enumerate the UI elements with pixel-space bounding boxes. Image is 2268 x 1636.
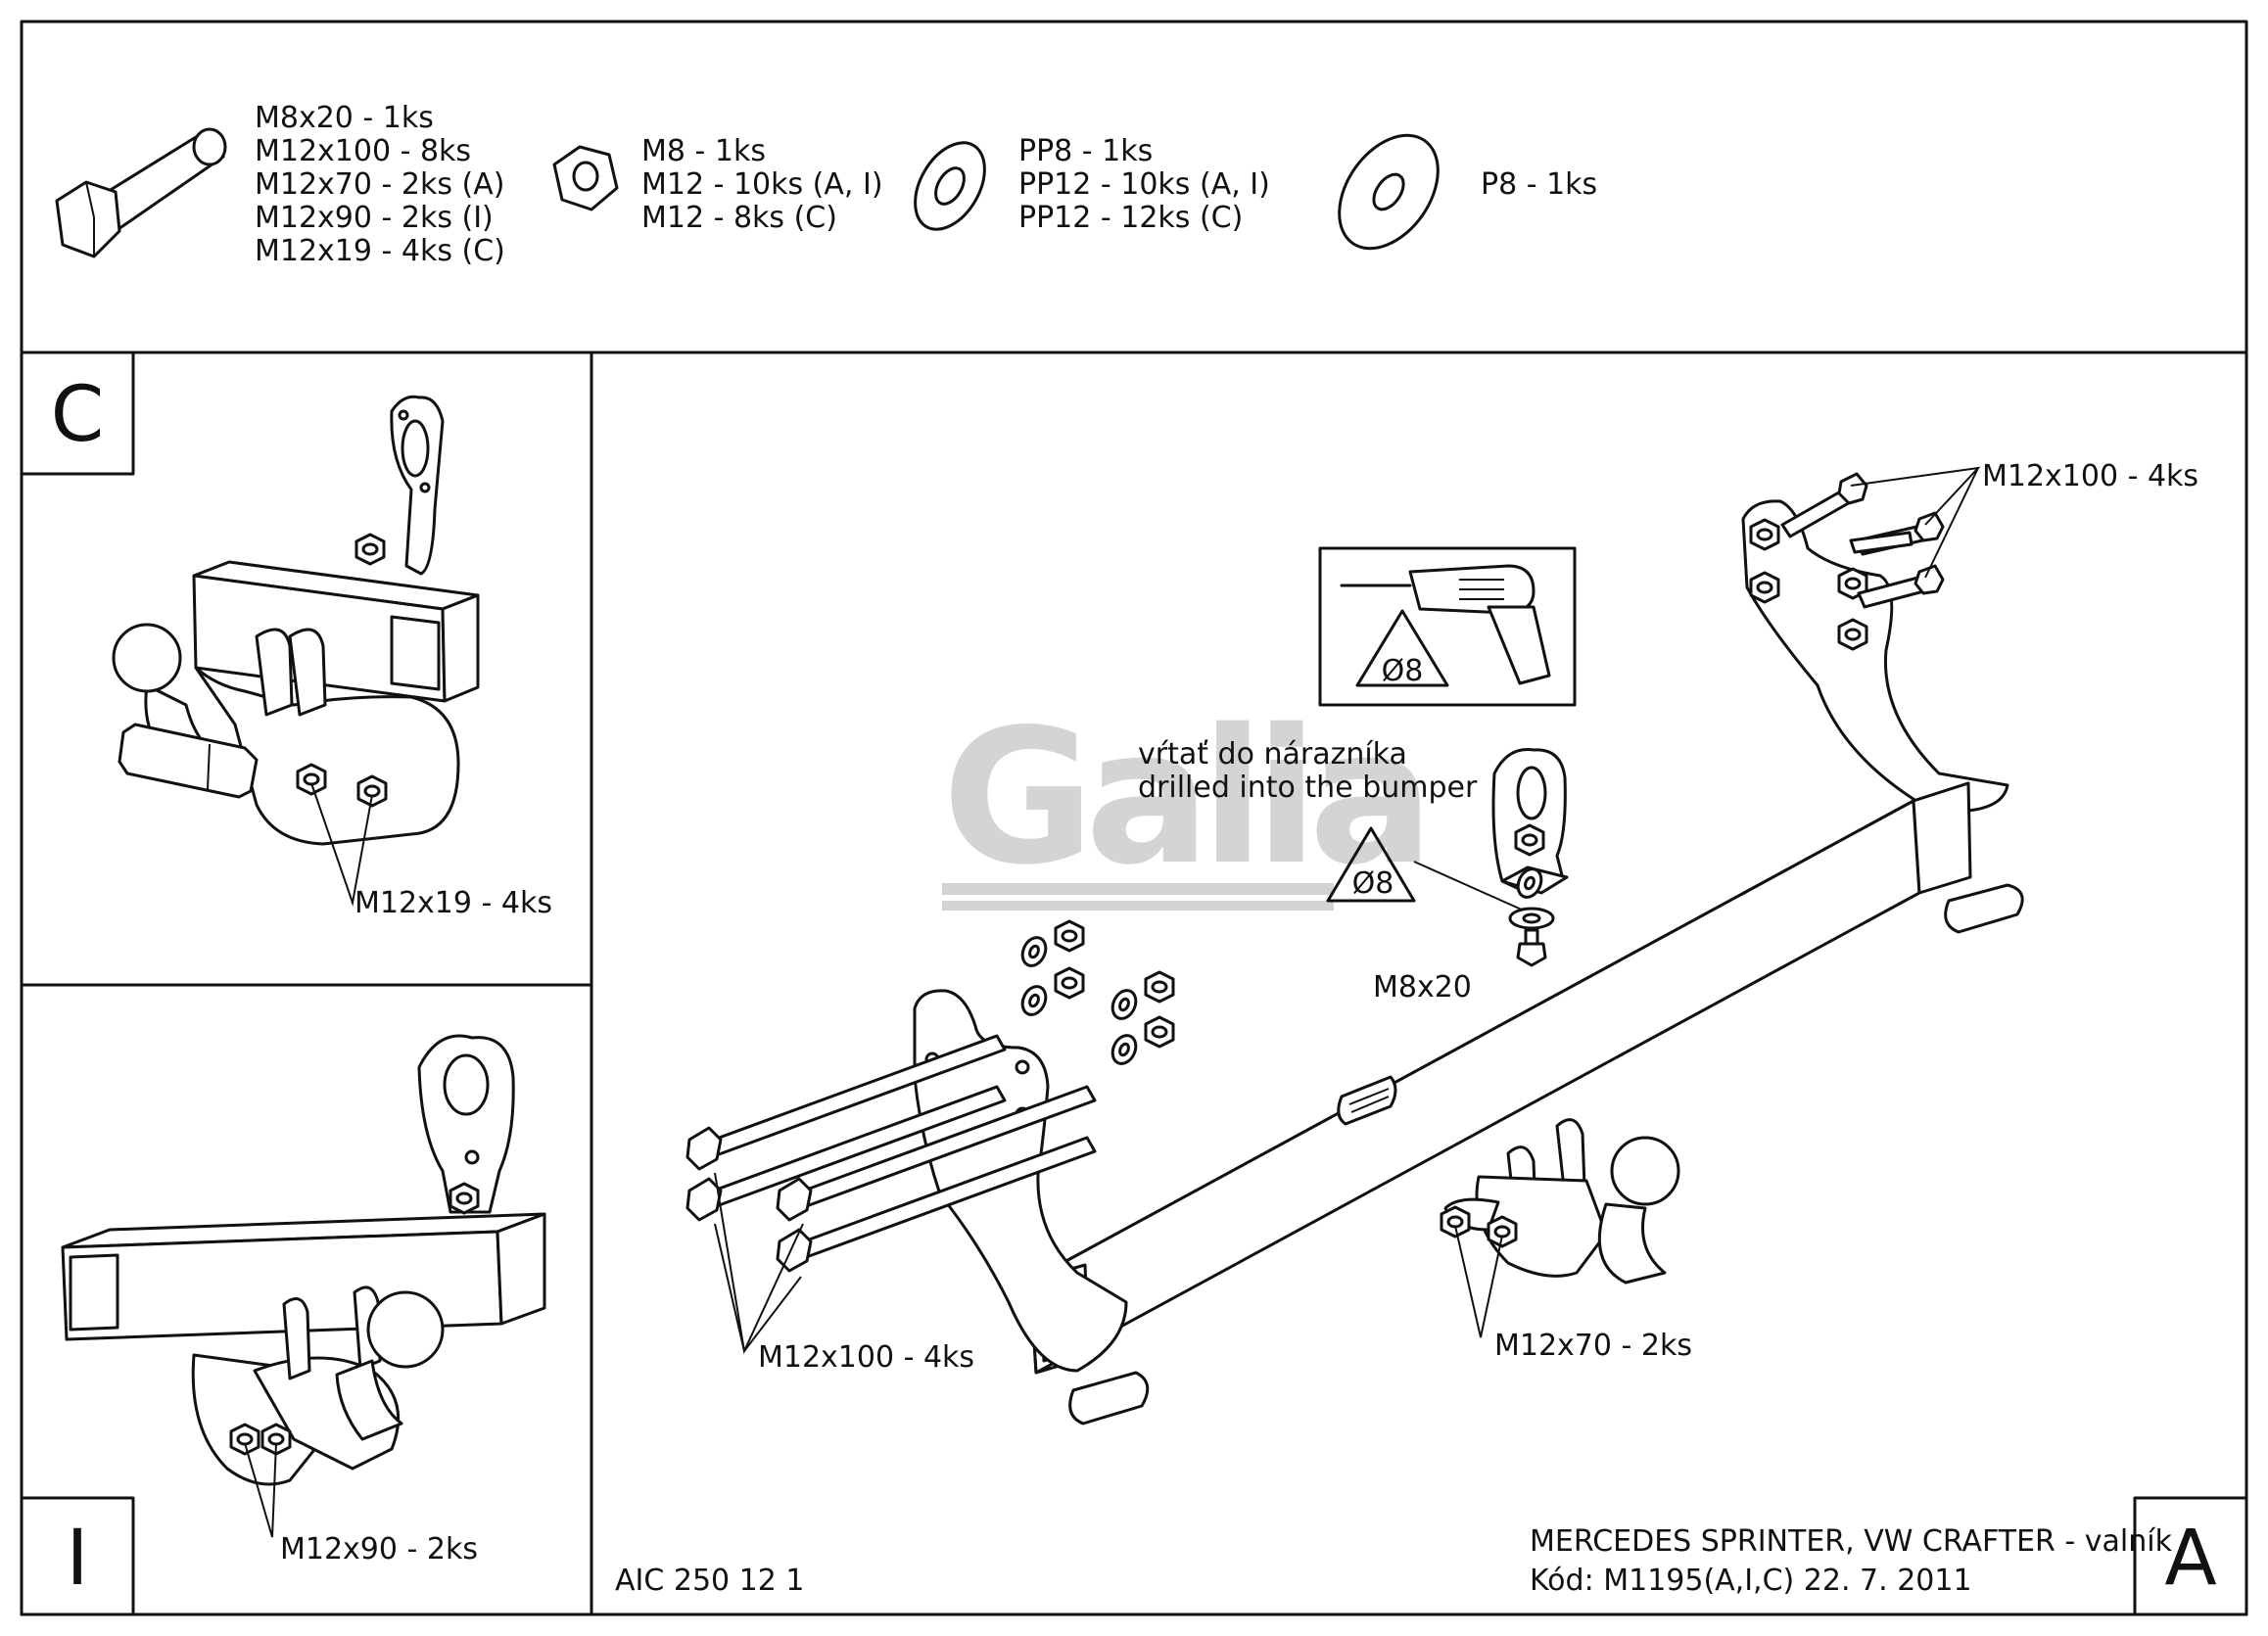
outer-frame — [20, 20, 2248, 1616]
flat-washer-part-icon — [1338, 133, 1440, 251]
panel-c-hitch-drawing — [112, 395, 480, 907]
bolt-spec-2: M12x100 - 8ks — [255, 134, 471, 168]
drill-pictogram — [1318, 546, 1577, 707]
panel-c-letter-box — [20, 351, 135, 476]
nut-spec-3: M12 - 8ks (C) — [641, 201, 837, 235]
callout-top-bolts: M12x100 - 4ks — [1982, 459, 2198, 493]
galia-logo-text: Galia — [942, 689, 1425, 906]
nut-spec-1: M8 - 1ks — [641, 134, 766, 168]
galia-logo: Galia — [942, 689, 1435, 911]
nut-spec-2: M12 - 10ks (A, I) — [641, 167, 883, 202]
panel-a-letter: A — [2164, 1515, 2216, 1603]
flat-washer-spec-1: P8 - 1ks — [1481, 167, 1597, 202]
callout-small-bolt: M8x20 — [1373, 970, 1472, 1005]
washer-spec-3: PP12 - 12ks (C) — [1018, 201, 1243, 235]
drill-triangle — [1326, 826, 1416, 903]
panel-a-letter-box — [2133, 1496, 2248, 1616]
washer-spec-1: PP8 - 1ks — [1018, 134, 1153, 168]
bolt-part-icon — [55, 127, 227, 258]
panel-i-hitch-drawing — [61, 1034, 546, 1538]
vehicle-title: MERCEDES SPRINTER, VW CRAFTER - valník — [1530, 1524, 2173, 1559]
drill-note-leader — [1413, 861, 1525, 911]
washer-part-icon — [914, 141, 986, 231]
panel-i-callout: M12x90 - 2ks — [280, 1532, 478, 1566]
nut-part-icon — [552, 145, 619, 211]
drill-note-cz: vŕtať do nárazníka — [1138, 737, 1407, 771]
callout-left-bolts: M12x100 - 4ks — [758, 1340, 974, 1375]
panel-i-letter: I — [66, 1515, 88, 1603]
drill-diameter-pictogram: Ø8 — [1382, 654, 1424, 688]
panel-c-callout: M12x19 - 4ks — [354, 886, 552, 920]
drawing-number: AIC 250 12 1 — [615, 1564, 804, 1598]
product-code-date: Kód: M1195(A,I,C) 22. 7. 2011 — [1530, 1564, 1972, 1598]
panel-i-letter-box — [20, 1496, 135, 1616]
bolt-spec-4: M12x90 - 2ks (I) — [255, 201, 494, 235]
washer-spec-2: PP12 - 10ks (A, I) — [1018, 167, 1270, 202]
bolt-spec-3: M12x70 - 2ks (A) — [255, 167, 504, 202]
main-towbar-drawing — [685, 466, 2024, 1426]
bolt-spec-1: M8x20 - 1ks — [255, 101, 434, 135]
panel-c-letter: C — [51, 371, 104, 459]
drill-note-en: drilled into the bumper — [1138, 771, 1478, 805]
callout-ball-bolts: M12x70 - 2ks — [1494, 1329, 1692, 1363]
drill-diameter-note: Ø8 — [1352, 866, 1394, 901]
bolt-spec-5: M12x19 - 4ks (C) — [255, 234, 505, 268]
